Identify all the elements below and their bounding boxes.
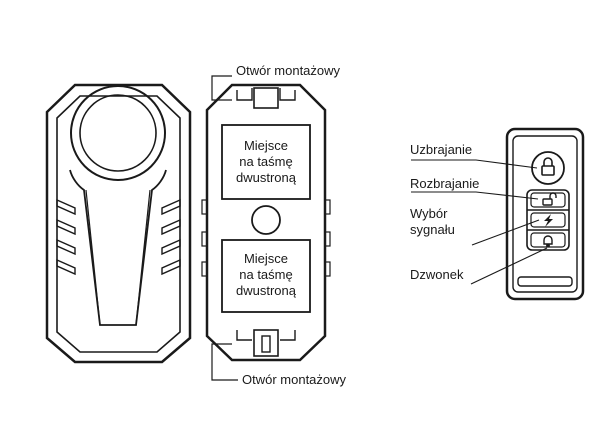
signal-label-line1: Wybór (410, 206, 448, 221)
tape-area-bottom-text: Miejsce na taśmę dwustroną (236, 251, 296, 298)
arm-button[interactable] (531, 151, 565, 185)
speaker-grille-icon (70, 85, 166, 181)
signal-button[interactable] (530, 212, 566, 228)
back-center-hole (251, 205, 281, 235)
tape-area-top (221, 124, 311, 200)
remote-leaders (411, 159, 548, 285)
bell-label: Dzwonek (410, 267, 464, 282)
remote-control (505, 127, 585, 301)
mount-hole-label-top: Otwór montażowy (236, 63, 341, 78)
bell-icon (543, 235, 553, 248)
signal-label-line2: sygnału (410, 222, 455, 237)
front-device (45, 83, 192, 364)
disarm-label: Rozbrajanie (410, 176, 480, 191)
lock-open-icon (542, 192, 557, 206)
tape-area-bottom (221, 239, 311, 313)
mount-hole-label-bottom: Otwór montażowy (242, 372, 347, 387)
lightning-icon (544, 214, 553, 227)
back-device (201, 75, 331, 381)
disarm-button[interactable] (530, 192, 566, 208)
arm-label: Uzbrajanie (410, 142, 473, 157)
tape-area-top-text: Miejsce na taśmę dwustroną (236, 138, 296, 185)
lock-closed-icon (541, 157, 555, 176)
